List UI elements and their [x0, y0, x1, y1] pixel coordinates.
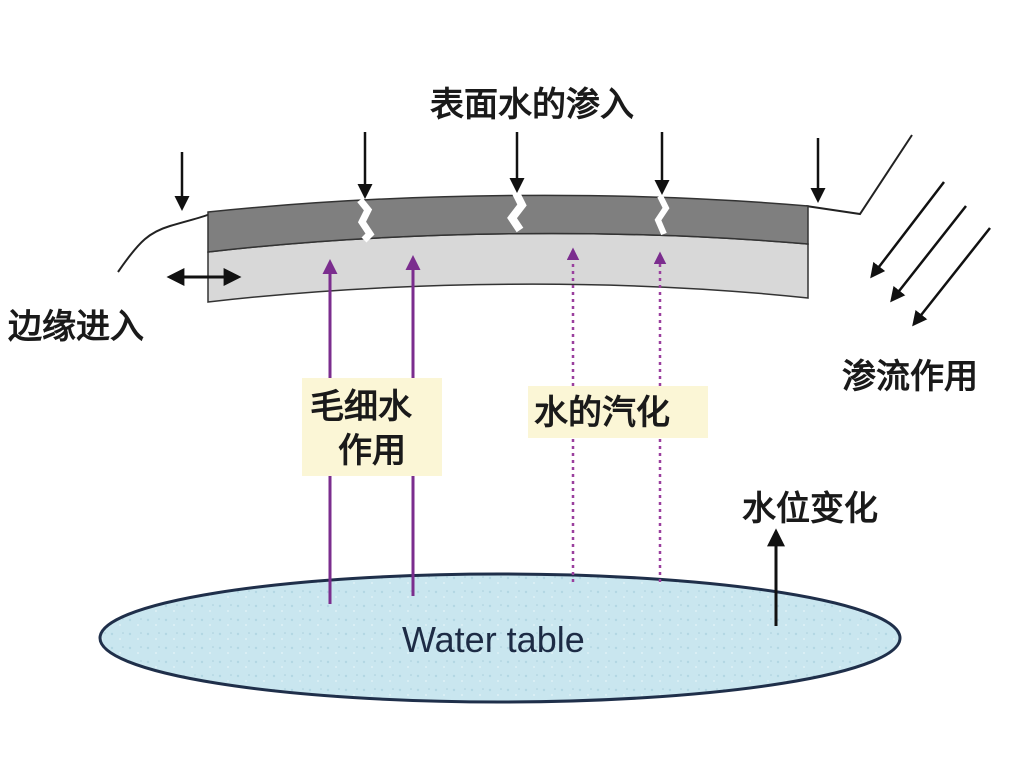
seepage-label: 渗流作用 [842, 357, 978, 397]
water-level-change-label: 水位变化 [742, 489, 878, 529]
capillary-label-line2: 作用 [338, 431, 406, 471]
surface-infiltration-label: 表面水的渗入 [430, 85, 634, 125]
crack-1 [357, 197, 375, 243]
crack-3 [654, 194, 670, 236]
surface-layer [207, 194, 809, 253]
ground-line-left [117, 213, 211, 273]
seepage-arrow [890, 205, 967, 303]
seepage-arrow [912, 227, 991, 327]
ground-line-right [805, 134, 913, 216]
water-table-label: Water table [402, 619, 585, 660]
capillary-label-bg [302, 378, 442, 476]
vapor-label-bg [528, 386, 708, 438]
water-table [98, 572, 902, 704]
edge-entry-label: 边缘进入 [8, 307, 144, 347]
vaporization-label: 水的汽化 [534, 393, 670, 433]
capillary-label-line1: 毛细水 [310, 387, 413, 427]
crack-2 [507, 191, 527, 233]
seepage-arrow [870, 181, 945, 279]
